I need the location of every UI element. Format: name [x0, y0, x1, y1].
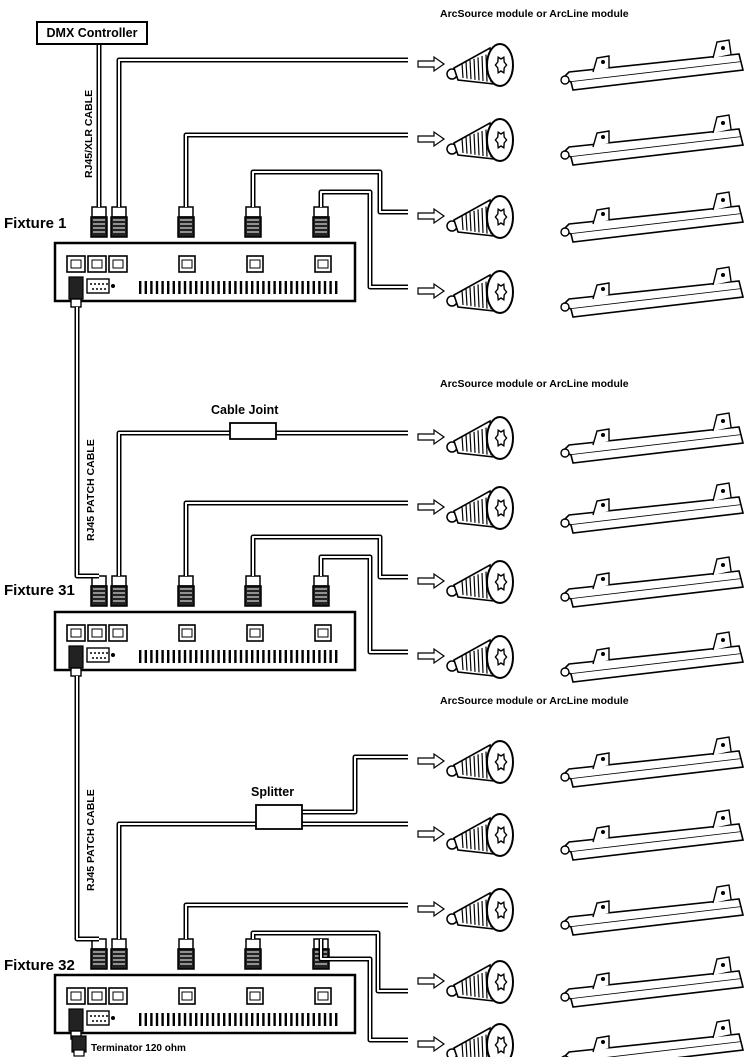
fixture-31-label: Fixture 31: [4, 582, 75, 599]
cable-3: [250, 534, 408, 580]
arcsource-module-icon: [446, 740, 514, 784]
rj45-plug-99: [90, 206, 108, 238]
arrow-right-icon: [417, 1035, 446, 1053]
module-header-2: ArcSource module or ArcLine module: [440, 378, 629, 390]
rj45-plug-119: [110, 206, 128, 238]
splitter-branch: [300, 754, 408, 815]
arcline-module-icon: [560, 1019, 744, 1062]
splitter-label: Splitter: [251, 785, 295, 799]
arcline-module-icon: [560, 412, 744, 464]
arcsource-module-icon: [446, 486, 514, 530]
cable-1: [116, 57, 408, 207]
arcline-module-icon: [560, 266, 744, 318]
cable-1: [116, 430, 408, 576]
cable-2: [183, 500, 408, 576]
terminator-label: Terminator 120 ohm: [91, 1043, 186, 1054]
arrow-right-icon: [417, 572, 446, 590]
cable-4: [318, 189, 408, 290]
rj45-plug-186: [177, 938, 195, 970]
rj45-plug-99: [90, 575, 108, 607]
arcsource-module-icon: [446, 195, 514, 239]
arcline-module-icon: [560, 809, 744, 861]
arcsource-module-icon: [446, 118, 514, 162]
arrow-right-icon: [417, 207, 446, 225]
cable-joint-label: Cable Joint: [211, 403, 279, 417]
module-header-1: ArcSource module or ArcLine module: [440, 8, 629, 20]
arcsource-module-icon: [446, 960, 514, 1004]
rj45-xlr-cable-label: RJ45/XLR CABLE: [83, 89, 95, 178]
fixture-2-box: [53, 610, 357, 677]
rj45-plug-186: [177, 206, 195, 238]
fixture-1-label: Fixture 1: [4, 215, 67, 232]
terminator-plug: [71, 1035, 87, 1057]
arrow-right-icon: [417, 498, 446, 516]
arrow-right-icon: [417, 647, 446, 665]
patch-cable-1: [74, 307, 99, 579]
cable-1: [116, 821, 408, 939]
cable-4: [318, 554, 408, 655]
fixture-3-box: [53, 973, 357, 1040]
arrow-right-icon: [417, 825, 446, 843]
cable-joint-box: [229, 422, 277, 440]
rj45-patch-cable-label-2: RJ45 PATCH CABLE: [85, 789, 97, 891]
arcline-module-icon: [560, 631, 744, 683]
rj45-plug-99: [90, 938, 108, 970]
dmx-controller-box: DMX Controller: [36, 21, 148, 45]
rj45-plug-253: [244, 938, 262, 970]
rj45-plug-253: [244, 206, 262, 238]
arrow-right-icon: [417, 428, 446, 446]
rj45-plug-321: [312, 575, 330, 607]
rj45-plug-321: [312, 206, 330, 238]
arcline-module-icon: [560, 114, 744, 166]
arrow-right-icon: [417, 900, 446, 918]
fixture-32-label: Fixture 32: [4, 957, 75, 974]
arcline-module-icon: [560, 884, 744, 936]
arcsource-module-icon: [446, 270, 514, 314]
arcsource-module-icon: [446, 635, 514, 679]
arrow-right-icon: [417, 130, 446, 148]
arcsource-module-icon: [446, 813, 514, 857]
cable-4: [318, 939, 408, 1043]
arrow-right-icon: [417, 972, 446, 990]
arrow-right-icon: [417, 55, 446, 73]
arcsource-module-icon: [446, 416, 514, 460]
arrow-right-icon: [417, 282, 446, 300]
arcline-module-icon: [560, 39, 744, 91]
arcline-module-icon: [560, 556, 744, 608]
rj45-plug-186: [177, 575, 195, 607]
arcsource-module-icon: [446, 560, 514, 604]
arcline-module-icon: [560, 956, 744, 1008]
cable-3: [250, 930, 408, 994]
cable-3: [250, 169, 408, 215]
rj45-plug-119: [110, 938, 128, 970]
arrow-right-icon: [417, 752, 446, 770]
arcsource-module-icon: [446, 43, 514, 87]
module-header-3: ArcSource module or ArcLine module: [440, 695, 629, 707]
arcsource-module-icon: [446, 888, 514, 932]
arcline-module-icon: [560, 191, 744, 243]
cable-2: [183, 132, 408, 207]
rj45-plug-253: [244, 575, 262, 607]
patch-cable-2: [74, 676, 99, 942]
arcline-module-icon: [560, 736, 744, 788]
rj45-patch-cable-label-1: RJ45 PATCH CABLE: [85, 439, 97, 541]
arcline-module-icon: [560, 482, 744, 534]
cable-2: [183, 902, 408, 939]
splitter-box: [255, 804, 303, 830]
rj45-plug-119: [110, 575, 128, 607]
arcsource-module-icon: [446, 1023, 514, 1062]
fixture-1-box: [53, 241, 357, 308]
